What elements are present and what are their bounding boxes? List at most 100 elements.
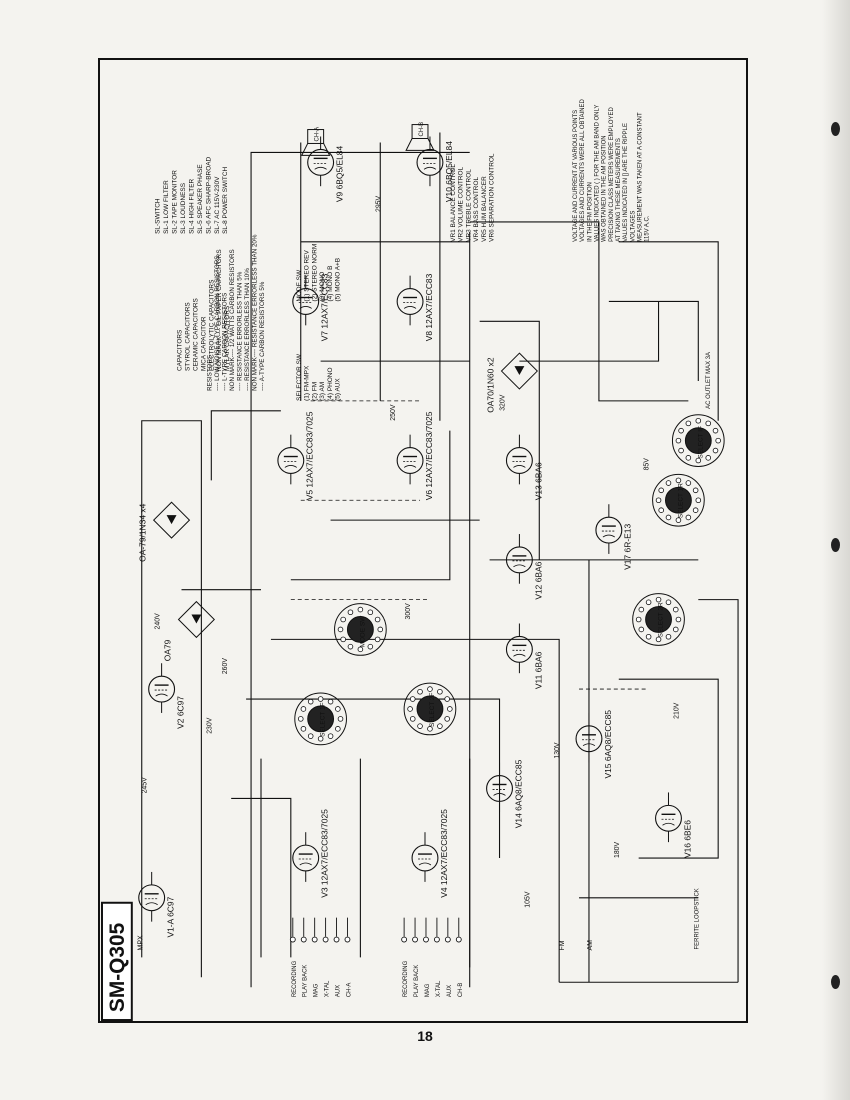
legend-mode-sw: MODE SW(1) STEREO REV(2) STEREO NORM(3) …	[296, 244, 342, 302]
legend-line: AT TAKING THESE MEASUREMENTS	[616, 138, 622, 242]
legend-line: VALUES INDICATED ( ) FOR THE AM BAND ONL…	[595, 105, 601, 242]
tube-label-v6: V6 12AX7/ECC83/7025	[424, 411, 434, 500]
tube-v6: V6 12AX7/ECC83/7025	[396, 411, 434, 500]
am-input-label: AM	[587, 940, 594, 951]
legend-line: PRECISION CLASS METERS WERE EMPLOYED	[609, 107, 615, 242]
switch-label-select-1r: SELECT 1R	[677, 483, 684, 518]
tube-v4: V4 12AX7/ECC83/7025	[411, 809, 449, 898]
ac-outlet-label: AC OUTLET MAX 3A	[706, 352, 712, 409]
tube-label-v10: V10 6BQ5/EL84	[444, 141, 454, 202]
legend-line: IN THE FM POSITION	[587, 182, 593, 242]
rotary-switch-select-2f: SELECT 2F	[403, 682, 457, 736]
switch-label-mode: MODE SW	[359, 615, 366, 647]
legend-line: NON MARK---- OIL PAPER CAPACITORS	[216, 249, 223, 371]
tube-v3: V3 12AX7/ECC83/7025	[292, 809, 330, 898]
input-jack-label: CH-B	[458, 983, 464, 998]
legend-line: SL-2 TAPE MONITOR	[172, 170, 179, 234]
legend-line: ---- A-TYPE CARBON RESISTORS 5%	[259, 281, 266, 391]
tube-v17: V17 6R-E13	[595, 504, 633, 570]
schematic-diagram: SM-Q305	[100, 98, 739, 1022]
legend-line: (1) FM-MPX	[304, 365, 311, 401]
legend-line: ---- LOW NOISE L-TYPE CARBON RESISTORS	[214, 256, 221, 391]
legend-line: RESISTORS	[206, 355, 213, 391]
tube-v11: V11 6BA6	[505, 623, 543, 689]
diode-label-d3: OA70/1N60 x2	[486, 357, 496, 413]
model-label: SM-Q305	[106, 922, 129, 1012]
legend-line: SL-7 AC 115V-230V	[214, 176, 221, 234]
voltage-label: 210V	[673, 702, 680, 719]
tube-v8: V8 12AX7/ECC83	[396, 273, 434, 341]
legend-line: SELECTOR SW	[296, 353, 303, 401]
voltage-label: 320V	[499, 394, 506, 411]
legend-line: VOLTAGE AND CURRENT AT VARIOUS POINTS	[573, 110, 579, 242]
speaker-label: CH-A	[315, 127, 321, 142]
page-number: 18	[417, 1028, 433, 1044]
tube-label-v8: V8 12AX7/ECC83	[424, 273, 434, 341]
input-jack-label: CH-A	[346, 983, 352, 998]
tube-label-v7: V7 12AX7/ECC83	[320, 273, 330, 341]
legend-selector-sw: SELECTOR SW(1) FM-MPX(2) FM(3) AM(4) PHO…	[296, 353, 342, 401]
fm-input-label: FM	[559, 940, 566, 950]
speaker-output-ch-b: CH-B	[405, 122, 435, 151]
tube-v9: V9 6BQ5/EL84	[307, 136, 344, 202]
legend-line: (5) MONO A+B	[335, 258, 342, 302]
legend-line: (3) AM	[319, 382, 326, 401]
tube-label-v2: V2 6C97	[175, 696, 185, 729]
voltage-label: 180V	[614, 841, 621, 858]
voltage-label: 260V	[222, 658, 229, 675]
switch-ganging	[290, 152, 649, 690]
legend-line: CERAMIC CAPACITORS	[192, 297, 199, 371]
tube-label-v16: V16 6BE6	[682, 820, 692, 858]
legend-line: SL-SWITCH	[155, 198, 162, 234]
legend-resistors: RESISTORS---- LOW NOISE L-TYPE CARBON RE…	[206, 234, 266, 391]
model-badge: SM-Q305	[100, 901, 133, 1022]
legend-line: VR4 BASS CONTROL	[473, 177, 480, 242]
legend-line: (4) MONO B	[327, 266, 334, 302]
legend-line: SL-3 LOUDNESS	[180, 182, 187, 234]
diode-label-d1: OA-79/1N34 x4	[138, 503, 148, 561]
legend-line: 115V A.C.	[645, 215, 651, 242]
switch-label-select-2f: SELECT 2F	[429, 692, 436, 726]
diode-d3: OA70/1N60 x2	[486, 352, 538, 413]
binder-hole	[831, 538, 840, 552]
legend-line: WAS OBTAINED IN THE AM POSITION	[602, 135, 608, 241]
schematic-sheet: SM-Q305	[98, 58, 748, 1023]
diode-d1: OA-79/1N34 x4	[138, 501, 191, 562]
tube-label-v9: V9 6BQ5/EL84	[334, 145, 344, 202]
tube-label-v11: V11 6BA6	[533, 651, 543, 689]
legend-line: MODE SW	[296, 269, 303, 301]
tube-v7: V7 12AX7/ECC83	[292, 273, 330, 341]
speaker-label: CH-B	[419, 122, 425, 137]
tube-label-v3: V3 12AX7/ECC83/7025	[320, 809, 330, 898]
rotary-switch-select-1f: SELECT 1F	[294, 692, 347, 746]
legend-line: CAPACITORS	[176, 329, 183, 371]
legend-line: NON MARK---- RESISTANCE ERRORLESS THAN 2…	[252, 234, 259, 391]
tube-v13: V13 6BA6	[505, 434, 543, 500]
tube-v12: V12 6BA6	[505, 534, 543, 600]
voltage-label: 230V	[206, 717, 213, 734]
tube-label-v14: V14 6AQ8/ECC85	[513, 759, 523, 828]
tube-v1: V1-A 6C97	[138, 871, 176, 938]
legend-line: MYLAR CAPACITORS	[224, 305, 231, 371]
legend-line: VR1 BALANCE CONTROL	[450, 164, 457, 242]
legend-line: VOLTAGES AND CURRENTS WERE ALL OBTAINED	[580, 98, 586, 241]
tube-v16: V16 6BE6	[655, 792, 692, 858]
input-jack-label: MAG	[425, 983, 431, 997]
tube-v15: V15 6AQ8/ECC85	[575, 710, 613, 779]
voltage-label: 130V	[554, 742, 561, 759]
tube-v2: V2 6C97	[148, 663, 185, 729]
switch-label-select-2r: SELECT 2R	[658, 602, 665, 637]
rotary-switch-select-if: SELECT IF	[671, 414, 725, 467]
legend-line: ---- RESISTANCE ERRORLESS THAN 10%	[244, 268, 251, 391]
speaker-output-ch-a: CH-A	[300, 127, 331, 156]
legend-line: (3) MONO	[319, 272, 326, 302]
voltage-annotations: 245V240V230V260V295V250V300V320V105V130V…	[142, 195, 681, 907]
legend-line: SL-4 HIGH FILTER	[188, 178, 195, 233]
voltage-label: 300V	[405, 603, 412, 620]
legend-line: NON MARK---- 1/2 WATTS CARBON RESISTORS	[229, 249, 236, 391]
legend-line: VOLTAGES	[630, 211, 636, 242]
legend-line: VALUES INDICATED IN [] ARE THE RIPPLE	[623, 123, 629, 242]
